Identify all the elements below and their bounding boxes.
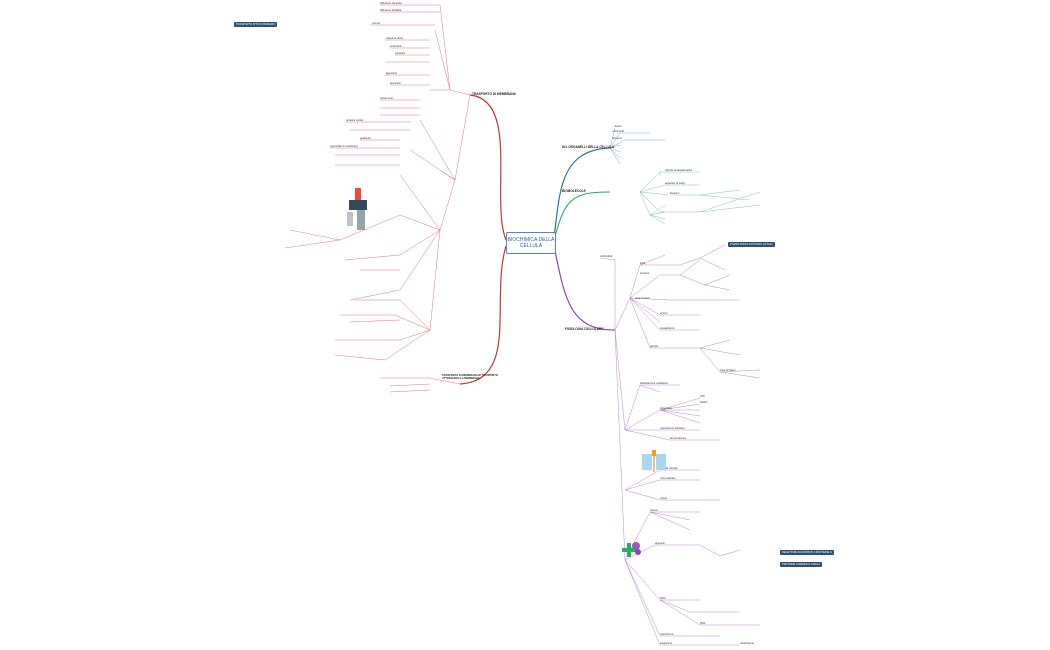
- leaf-node[interactable]: fermentazione: [670, 437, 687, 440]
- leaf-node[interactable]: nucleo: [614, 125, 622, 128]
- branch-line-right-2: [553, 191, 611, 241]
- leaf-node[interactable]: apparato di Golgi: [665, 182, 685, 185]
- leaf-node[interactable]: ciclo di Krebs: [720, 369, 736, 372]
- leaf-node[interactable]: NADH: [700, 401, 708, 404]
- leaf-node[interactable]: fotosintesi: [660, 407, 672, 410]
- leaf-node[interactable]: potenziale di membrana: [330, 145, 358, 148]
- leaf-node[interactable]: lipidi: [640, 262, 646, 265]
- leaf-node[interactable]: glicolisi: [650, 345, 659, 348]
- branch-left-bottom[interactable]: TRASPORTO DI MEMBRANA DI TRASPORTO ATTRA…: [442, 374, 498, 380]
- leaf-node[interactable]: respirazione cellulare: [660, 427, 685, 430]
- leaf-node[interactable]: pinocitosi: [390, 82, 401, 85]
- leaf-node[interactable]: fagocitosi: [386, 72, 397, 75]
- right-2-sublines: [639, 171, 761, 225]
- leaf-node[interactable]: osmosi: [372, 22, 381, 25]
- leaf-node[interactable]: proteine carrier: [346, 119, 364, 122]
- leaf-node[interactable]: segnali cellulari: [660, 467, 678, 470]
- branch-line-right-3: [553, 245, 616, 331]
- leaf-node[interactable]: replicazione: [740, 642, 754, 645]
- callout-sodium-pump[interactable]: POMPA SODIO-POTASSIO (ATPasi): [728, 242, 775, 247]
- leaf-node[interactable]: metabolismo: [660, 327, 675, 330]
- branch-right-2[interactable]: BIOMOLECOLE: [562, 189, 586, 193]
- leaf-node[interactable]: gradiente: [360, 137, 371, 140]
- central-topic-line2: CELLULA: [519, 243, 543, 249]
- branch-line-left-top: [469, 94, 507, 241]
- cell-membrane-image: [642, 450, 666, 472]
- callout-active-transport[interactable]: TRASPORTO ATTIVO PRIMARIO: [234, 22, 278, 27]
- leaf-node[interactable]: trascrizione: [660, 633, 674, 636]
- leaf-node[interactable]: acidi nucleici: [635, 297, 650, 300]
- leaf-node[interactable]: apoptosi: [655, 542, 665, 545]
- central-topic[interactable]: BIOCHIMICA DELLA CELLULA: [506, 232, 556, 254]
- leaf-node[interactable]: enzimi: [660, 312, 668, 315]
- left-mid-sublines: [284, 174, 456, 361]
- leaf-node[interactable]: proteine: [640, 272, 650, 275]
- leaf-node[interactable]: mitocondri: [612, 130, 624, 133]
- enzyme-image: [622, 542, 641, 557]
- callout-gpcr[interactable]: RECETTORI ACCOPPIATI A PROTEINE G: [780, 550, 834, 555]
- leaf-node[interactable]: fosforilazione ossidativa: [640, 382, 668, 385]
- branch-line-left-bottom: [459, 245, 507, 385]
- left-bottom-sublines: [380, 377, 461, 393]
- leaf-node[interactable]: endocitosi: [390, 45, 402, 48]
- leaf-node[interactable]: diffusione facilitata: [380, 9, 402, 12]
- leaf-node[interactable]: meiosi: [650, 509, 658, 512]
- right-1-sublines: [609, 127, 665, 165]
- leaf-node[interactable]: canali ionici: [380, 97, 394, 100]
- leaf-node[interactable]: reticolo endoplasmatico: [665, 169, 693, 172]
- leaf-node[interactable]: RNA: [700, 622, 706, 625]
- leaf-node[interactable]: diffusione semplice: [380, 2, 403, 5]
- central-topic-line1: BIOCHIMICA DELLA: [507, 237, 555, 243]
- branch-left-top[interactable]: TRASPORTO DI MEMBRANA: [472, 92, 516, 96]
- leaf-node[interactable]: traduzione: [660, 642, 673, 645]
- leaf-node[interactable]: lisosomi: [670, 192, 680, 195]
- leaf-node[interactable]: ribosomi: [612, 137, 622, 140]
- left-top-sublines: [330, 4, 471, 181]
- leaf-node[interactable]: carboidrati: [600, 255, 613, 258]
- leaf-node[interactable]: mitosi: [660, 497, 667, 500]
- right-3-sublines: [599, 244, 761, 646]
- branch-line-right-1: [553, 147, 611, 239]
- callout-carriers[interactable]: PROTEINE CARRIER E CANALI: [780, 562, 823, 567]
- leaf-node[interactable]: ATP: [700, 395, 705, 398]
- leaf-node[interactable]: ciclo cellulare: [660, 477, 676, 480]
- leaf-node[interactable]: trasporto attivo: [386, 37, 404, 40]
- leaf-node[interactable]: DNA: [660, 597, 666, 600]
- protein-structure-image: [347, 188, 367, 230]
- branch-right-1[interactable]: GLI ORGANELLI DELLA CELLULA: [562, 145, 615, 149]
- branch-right-3[interactable]: FISIOLOGIA CELLULARE: [565, 327, 604, 331]
- leaf-node[interactable]: esocitosi: [395, 52, 406, 55]
